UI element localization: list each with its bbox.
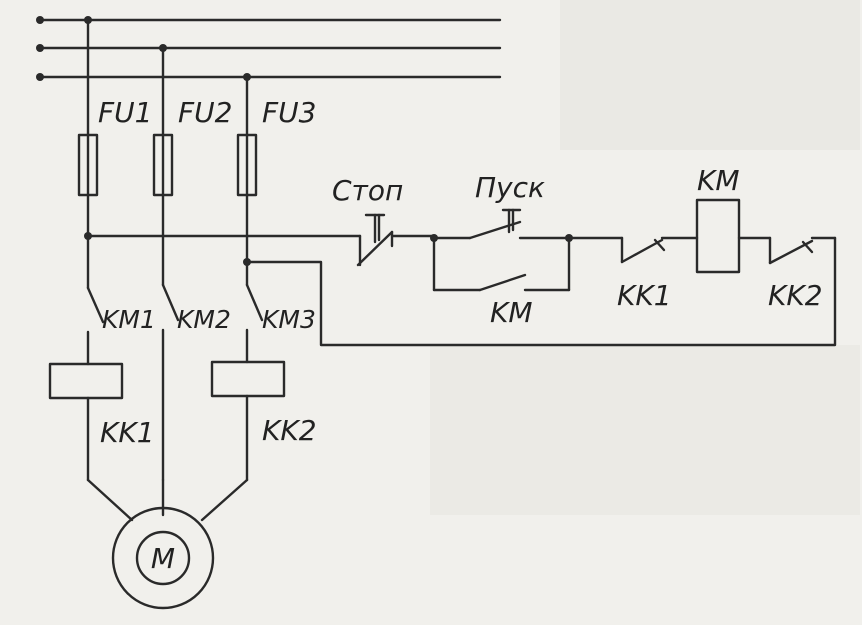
motor-leads — [86, 478, 249, 522]
control-return — [245, 236, 837, 347]
start-button — [432, 208, 571, 240]
heater-kk1 — [48, 362, 124, 400]
label-kk1-right: KK1 — [617, 279, 672, 312]
label-fu3: FU3 — [262, 96, 316, 129]
phase-wires-upper — [86, 18, 249, 137]
label-motor: M — [151, 542, 175, 575]
label-km-hold: KM — [490, 296, 533, 329]
label-km3: KM3 — [262, 305, 316, 334]
control-circuit — [86, 198, 837, 347]
label-kk2-right: KK2 — [768, 279, 823, 312]
fuse-fu3 — [236, 133, 258, 197]
label-kk1-left: KK1 — [100, 416, 155, 449]
label-km2: KM2 — [177, 305, 231, 334]
label-stop: Стоп — [332, 174, 403, 207]
stop-button — [356, 213, 436, 267]
coil-km — [695, 198, 741, 274]
label-km1: KM1 — [102, 305, 156, 334]
supply-lines — [36, 16, 502, 81]
fuse-fu1 — [77, 133, 99, 197]
terminal-l3 — [36, 73, 44, 81]
phase-wires-lower — [86, 394, 249, 482]
label-start: Пуск — [475, 171, 545, 204]
main-contacts — [86, 283, 264, 482]
phase-wires-middle — [84, 193, 251, 290]
label-km-coil: KM — [697, 164, 740, 197]
label-fu2: FU2 — [178, 96, 232, 129]
heater-kk2 — [210, 360, 286, 398]
holding-contact-km — [432, 236, 571, 292]
contact-kk1 — [567, 236, 699, 264]
background-bleed-text — [430, 0, 860, 515]
motor — [111, 506, 215, 610]
terminal-l2 — [36, 44, 44, 52]
terminal-l1 — [36, 16, 44, 24]
label-kk2-left: KK2 — [262, 414, 317, 447]
label-fu1: FU1 — [98, 96, 152, 129]
contact-kk2 — [737, 236, 837, 265]
fuse-fu2 — [152, 133, 174, 197]
